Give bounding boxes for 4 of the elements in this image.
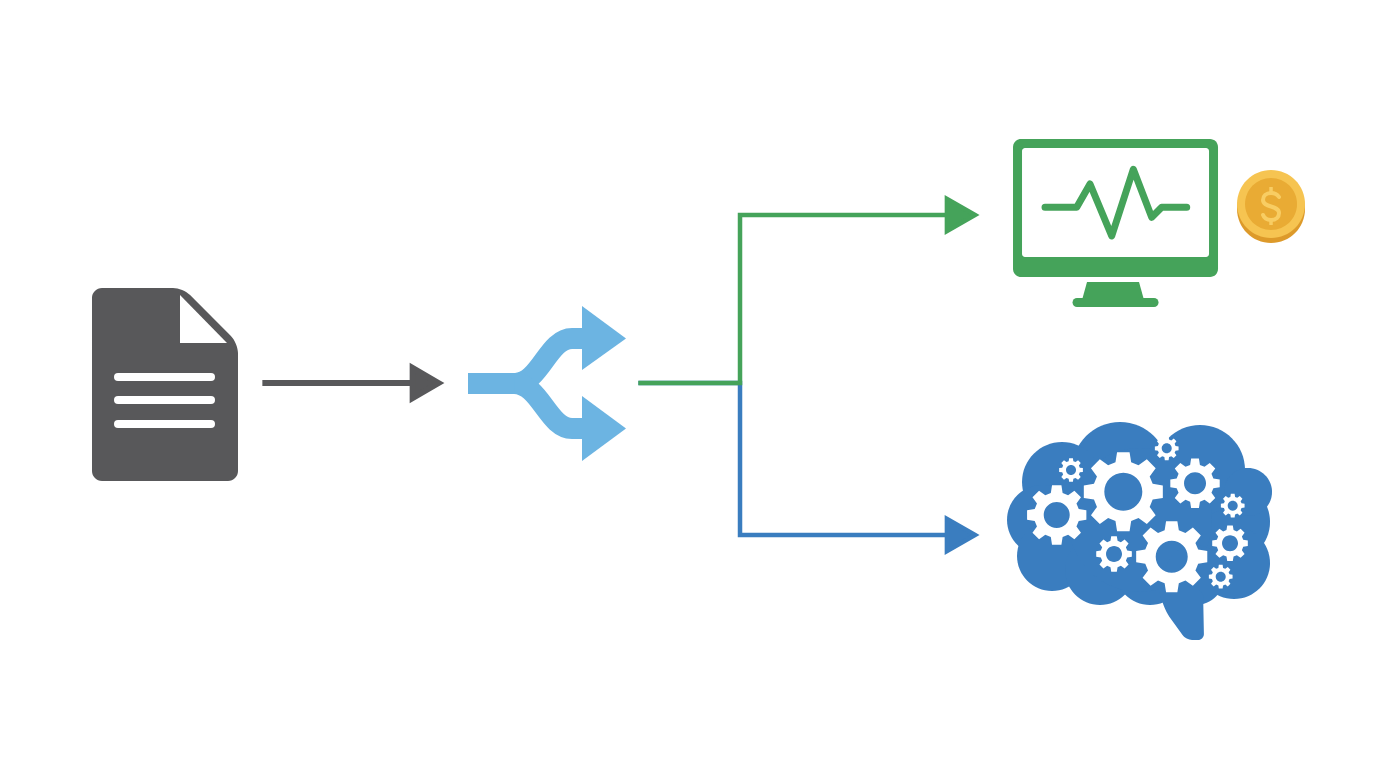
split-arrow-icon bbox=[468, 306, 626, 461]
brain-icon bbox=[1007, 422, 1272, 640]
monitor-icon bbox=[1013, 139, 1218, 307]
document-icon bbox=[92, 288, 238, 481]
